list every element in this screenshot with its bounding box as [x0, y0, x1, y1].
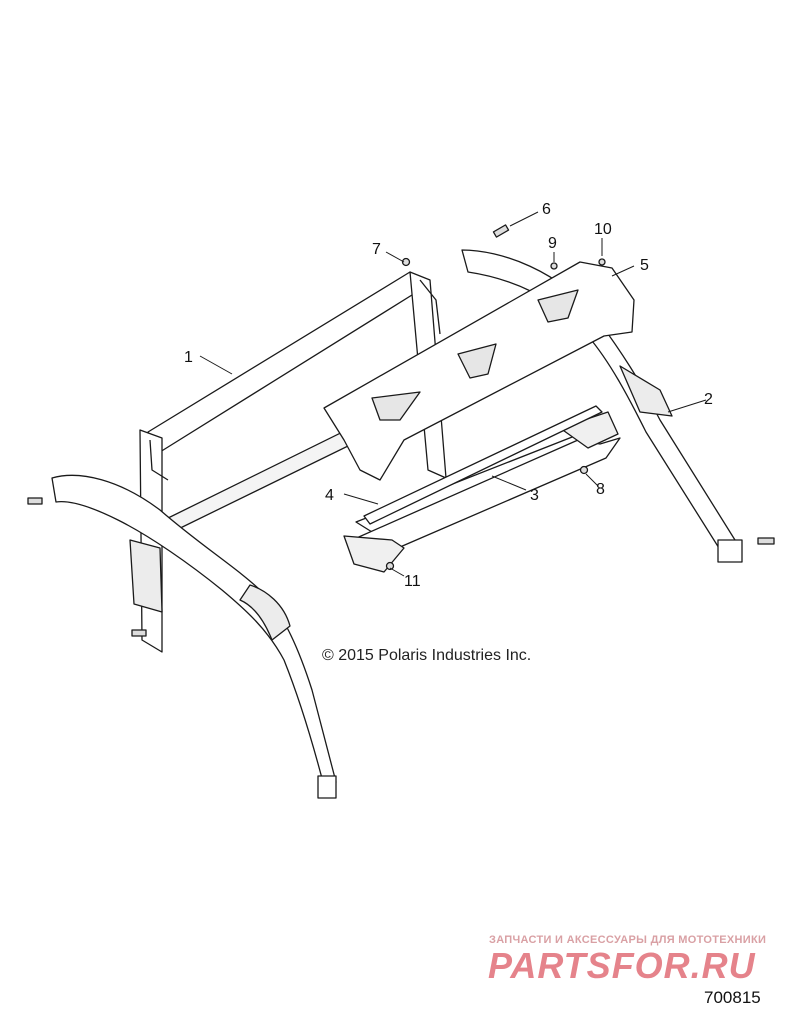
callout-10: 10 [594, 221, 612, 238]
callout-3: 3 [530, 487, 539, 504]
callout-6: 6 [542, 201, 551, 218]
strap [363, 405, 603, 525]
callout-4: 4 [325, 487, 334, 504]
leader-lines [199, 211, 707, 577]
diagram-id: 700815 [704, 988, 761, 1007]
left-front-tube [51, 474, 337, 799]
copyright-text: © 2015 Polaris Industries Inc. [322, 647, 532, 664]
watermark-subtitle: ЗАПЧАСТИ И АКСЕССУАРЫ ДЛЯ МОТОТЕХНИКИ [489, 934, 767, 946]
upper-cross-panel [323, 261, 635, 481]
callout-7: 7 [372, 241, 381, 258]
callout-2: 2 [704, 391, 713, 408]
callout-9: 9 [548, 235, 557, 252]
watermark-logo-text: PARTSFOR.RU [488, 946, 756, 986]
callout-8: 8 [596, 481, 605, 498]
callout-5: 5 [640, 257, 649, 274]
watermark-logo: PARTSFOR.RU [488, 946, 756, 986]
callout-1: 1 [184, 349, 193, 366]
rear-cage-frame [129, 271, 447, 653]
callout-11: 11 [404, 573, 421, 590]
hardware [27, 224, 775, 637]
